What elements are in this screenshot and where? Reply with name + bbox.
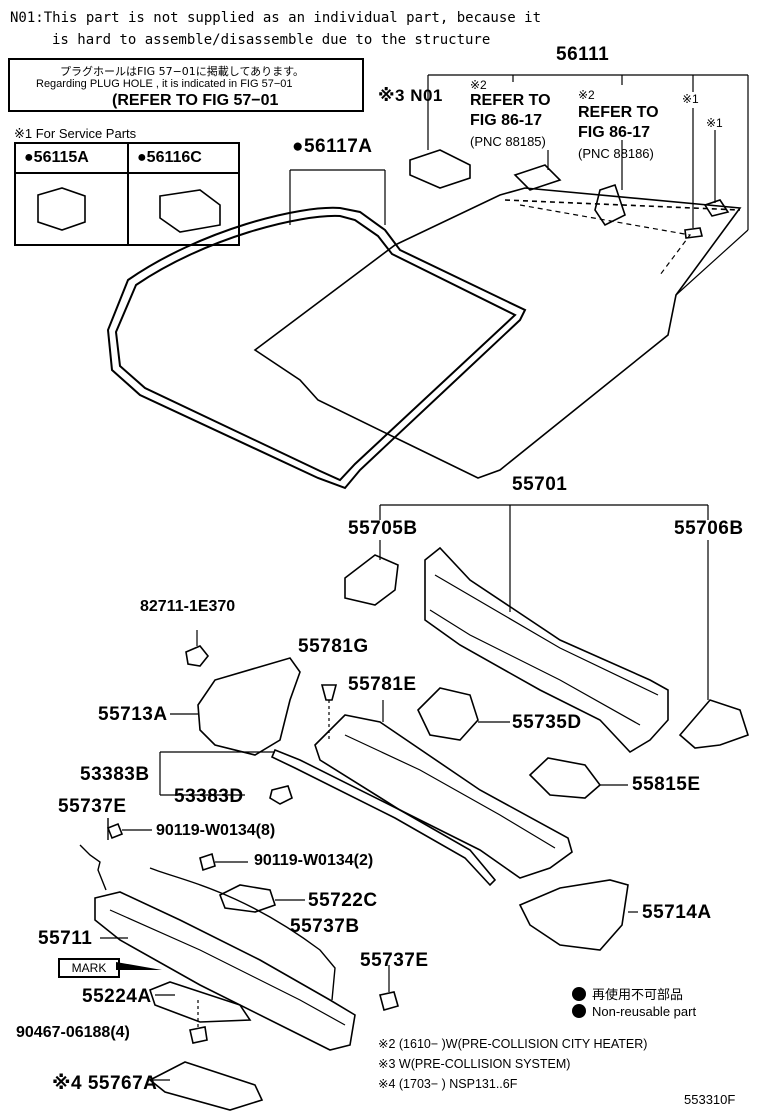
label-55735D[interactable]: 55735D <box>512 712 582 733</box>
ref2-line3: (PNC 88186) <box>578 146 654 161</box>
screw-90119-a <box>106 822 124 840</box>
ref2-line1: REFER TO <box>578 104 659 121</box>
part-53383B <box>159 748 497 887</box>
legend-jp: 再使用不可部品 <box>572 984 683 1003</box>
label-55767A[interactable]: ※4 55767A <box>52 1073 158 1094</box>
ref1-line2[interactable]: FIG 86-17 <box>470 112 543 129</box>
label-53383D[interactable]: 53383D <box>174 786 244 807</box>
label-N01[interactable]: ※3 N01 <box>378 86 443 105</box>
part-55711 <box>94 891 356 1051</box>
ref1-line3: (PNC 88185) <box>470 134 546 149</box>
label-53383B[interactable]: 53383B <box>80 764 150 785</box>
label-55706B[interactable]: 55706B <box>674 518 744 539</box>
part-53383D <box>269 785 293 805</box>
label-90119-a[interactable]: 90119-W0134(8) <box>156 822 276 839</box>
leader-56111 <box>427 74 749 296</box>
molding-56117A <box>106 169 527 490</box>
legend-en-text: Non-reusable part <box>592 1004 697 1019</box>
cowl-panel-55701 <box>424 546 669 754</box>
mark-box: MARK <box>58 958 120 978</box>
label-55737E-b[interactable]: 55737E <box>360 950 429 971</box>
part-55735D <box>417 687 479 741</box>
bullet-icon <box>572 987 586 1001</box>
part-82711 <box>185 645 210 667</box>
label-55737E-a[interactable]: 55737E <box>58 796 127 817</box>
mark-pointer <box>116 962 162 970</box>
refer-box-ref: (REFER TO FIG 57−01 <box>112 92 279 109</box>
refer-box-en: Regarding PLUG HOLE , it is indicated in… <box>36 78 293 90</box>
legend-jp-text: 再使用不可部品 <box>592 987 684 1002</box>
bullet-icon <box>572 1004 586 1018</box>
part-55722C <box>218 884 277 913</box>
ref1-mark: ※2 <box>470 78 487 92</box>
figure-id: 553310F <box>684 1092 736 1107</box>
label-56111[interactable]: 56111 <box>556 44 610 65</box>
service-col-2: ●56116C <box>129 144 238 244</box>
service-title: ※1 For Service Parts <box>14 126 137 141</box>
part-55714A <box>518 879 629 951</box>
label-55737B[interactable]: 55737B <box>290 916 360 937</box>
label-55714A[interactable]: 55714A <box>642 902 712 923</box>
service-col-1: ●56115A <box>16 144 129 244</box>
ref2-mark: ※2 <box>578 88 595 102</box>
footnote-3: ※3 W(PRE-COLLISION SYSTEM) <box>378 1057 571 1071</box>
label-55781E[interactable]: 55781E <box>348 674 417 695</box>
footnote-4: ※4 (1703− ) NSP131..6F <box>378 1077 518 1091</box>
label-90467[interactable]: 90467-06188(4) <box>16 1024 130 1041</box>
refer-box: プラグホールはFIG 57−01に掲載してあります。 Regarding PLU… <box>8 58 364 112</box>
label-55722C[interactable]: 55722C <box>308 890 378 911</box>
leader-55701 <box>379 504 709 700</box>
label-55705B[interactable]: 55705B <box>348 518 418 539</box>
label-56117A[interactable]: ●56117A <box>292 136 373 157</box>
label-82711[interactable]: 82711-1E370 <box>140 598 236 615</box>
label-55781G[interactable]: 55781G <box>298 636 369 657</box>
service-part-56115A[interactable]: ●56115A <box>24 149 89 166</box>
note-n01-line2: is hard to assemble/disassemble due to t… <box>52 32 491 48</box>
part-55713A <box>197 657 301 756</box>
label-55701[interactable]: 55701 <box>512 474 568 495</box>
legend-en: Non-reusable part <box>572 1004 696 1019</box>
service-parts-box: ●56115A ●56116C <box>14 142 240 246</box>
part-55781G <box>320 684 338 701</box>
part-55737B-hose <box>149 867 336 1001</box>
part-55705B <box>344 554 399 606</box>
refer-box-jp: プラグホールはFIG 57−01に掲載してあります。 <box>60 65 305 78</box>
screw-90119-b <box>199 852 216 872</box>
ref1-line1: REFER TO <box>470 92 551 109</box>
part-55815E <box>528 757 602 799</box>
service-part-sketches <box>37 187 221 233</box>
part-55737E-hose <box>79 818 109 891</box>
label-55713A[interactable]: 55713A <box>98 704 168 725</box>
part-90467 <box>189 1026 208 1044</box>
label-55224A[interactable]: 55224A <box>82 986 152 1007</box>
part-55737E-clip <box>379 991 399 1011</box>
part-55224A <box>149 981 252 1023</box>
part-55767A <box>148 1061 264 1111</box>
label-55815E[interactable]: 55815E <box>632 774 701 795</box>
ref2-line2[interactable]: FIG 86-17 <box>578 124 651 141</box>
service-part-56116C[interactable]: ●56116C <box>137 149 202 166</box>
part-55781E <box>314 700 573 879</box>
service-mark-b: ※1 <box>706 116 723 130</box>
note-n01-line1: N01:This part is not supplied as an indi… <box>10 10 542 26</box>
windshield-glass <box>253 187 742 479</box>
service-mark-a: ※1 <box>682 92 699 106</box>
label-90119-b[interactable]: 90119-W0134(2) <box>254 852 374 869</box>
footnote-2: ※2 (1610− )W(PRE-COLLISION CITY HEATER) <box>378 1037 648 1051</box>
part-55706B <box>678 699 749 749</box>
clips-top <box>409 149 730 239</box>
label-55711[interactable]: 55711 <box>38 928 93 949</box>
